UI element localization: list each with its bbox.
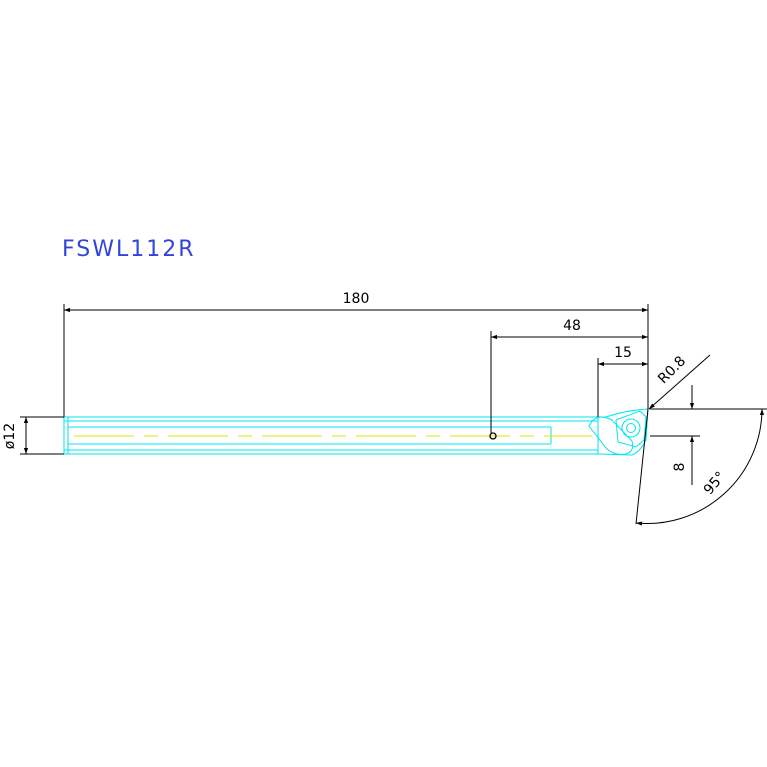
insert-screw-outer <box>621 418 641 438</box>
part-number-title: FSWL112R <box>62 237 196 262</box>
tool-outline <box>63 408 649 456</box>
dim-label-180: 180 <box>343 291 370 307</box>
dim-label-diameter: ø12 <box>2 423 18 449</box>
clamp-lever <box>588 416 634 455</box>
dimension-nose-radius: R0.8 <box>648 353 711 410</box>
dimension-head-length: 15 <box>597 345 648 417</box>
dimension-overall-length: 180 <box>63 291 649 417</box>
dim-label-r08: R0.8 <box>655 353 689 387</box>
dimension-shank-diameter: ø12 <box>2 416 64 455</box>
dim-label-48: 48 <box>563 318 581 334</box>
dimension-clamp-length: 48 <box>490 318 648 433</box>
reference-hole <box>489 432 497 440</box>
dimension-offset: 8 <box>650 385 767 485</box>
dimension-approach-angle: 95° <box>635 408 765 526</box>
shank-body <box>63 416 599 455</box>
dim-label-8: 8 <box>672 463 688 472</box>
insert-screw-inner <box>626 423 636 433</box>
dim-label-15: 15 <box>614 345 632 361</box>
